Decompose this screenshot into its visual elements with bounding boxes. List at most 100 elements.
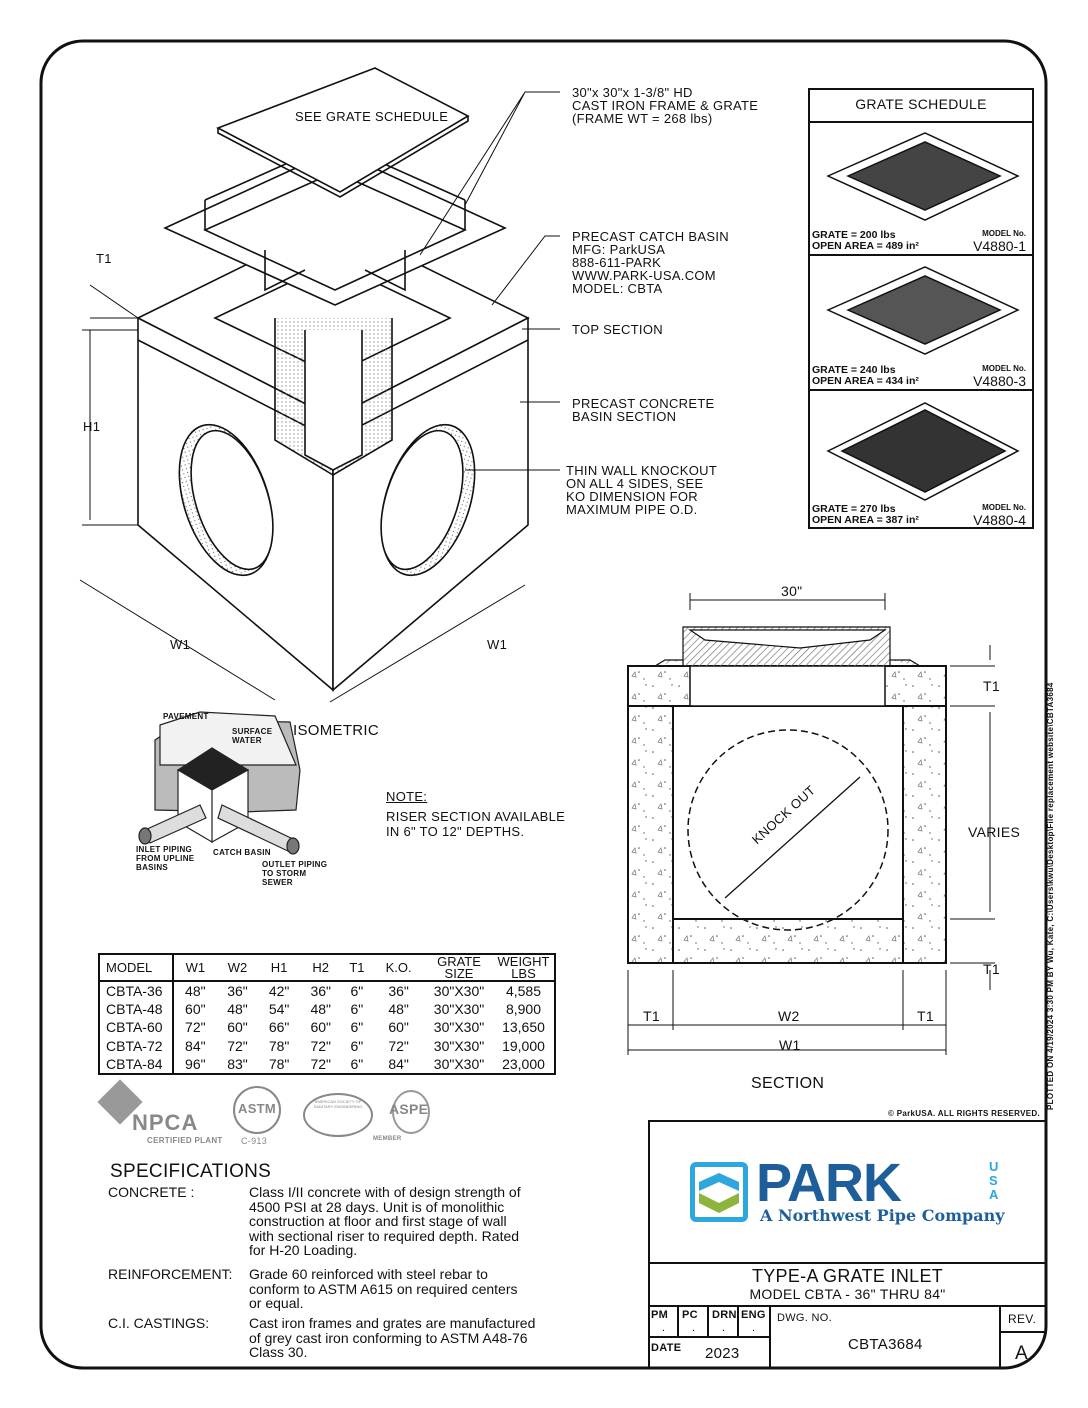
npca-logo: NPCA bbox=[132, 1110, 199, 1135]
table-cell: 30"X30" bbox=[433, 1055, 485, 1072]
astm-caption: C-913 bbox=[241, 1136, 268, 1146]
grate-schedule-frame bbox=[808, 88, 1034, 529]
drn-value: . bbox=[722, 1322, 726, 1334]
park-tagline: A Northwest Pipe Company bbox=[760, 1206, 1005, 1225]
table-cell: 60" bbox=[227, 1019, 248, 1036]
callout-line: (FRAME WT = 268 lbs) bbox=[572, 111, 713, 126]
grate-weight: GRATE = 200 lbs bbox=[812, 229, 896, 241]
model-dimension-table: MODEL W1 W2 H1 H2 T1 K.O. GRATE SIZE WEI… bbox=[98, 953, 556, 1075]
usa-wordmark: USA bbox=[989, 1159, 999, 1202]
date-label: DATE bbox=[651, 1342, 682, 1354]
spec-text-line: or equal. bbox=[249, 1295, 304, 1311]
model-label: MODEL No. bbox=[982, 503, 1026, 512]
table-cell: 96" bbox=[185, 1055, 206, 1072]
table-cell: 60" bbox=[310, 1019, 331, 1036]
site-isometric-illustration bbox=[138, 711, 301, 855]
section-t1-top: T1 bbox=[983, 678, 1000, 694]
label-line: WATER bbox=[232, 736, 262, 745]
callout-line: 30"x 30"x 1-3/8" HD bbox=[572, 85, 693, 100]
table-cell: 6" bbox=[350, 1055, 364, 1072]
section-drawing bbox=[627, 593, 995, 1055]
park-logo-wordmark: PARK bbox=[756, 1153, 902, 1213]
callout-line: MAXIMUM PIPE O.D. bbox=[566, 502, 698, 517]
spec-text-line: for H-20 Loading. bbox=[249, 1242, 358, 1258]
grate-schedule-title: GRATE SCHEDULE bbox=[855, 96, 987, 112]
column-header: T1 bbox=[341, 954, 373, 982]
rev-label: REV. bbox=[1008, 1312, 1037, 1326]
callout-line: PRECAST CATCH BASIN bbox=[572, 229, 729, 244]
table-cell: 30"X30" bbox=[433, 1037, 485, 1054]
section-title: SECTION bbox=[751, 1075, 825, 1092]
drn-label: DRN bbox=[712, 1309, 737, 1321]
npca-caption: CERTIFIED PLANT bbox=[147, 1136, 223, 1145]
grate-weight: GRATE = 270 lbs bbox=[812, 503, 896, 515]
table-cell: 30"X30" bbox=[433, 1000, 485, 1017]
callout-line: THIN WALL KNOCKOUT bbox=[566, 463, 718, 478]
callout-line: KO DIMENSION FOR bbox=[566, 489, 698, 504]
aspe-logo-icon bbox=[392, 1090, 430, 1134]
callout-line: MODEL: CBTA bbox=[572, 281, 663, 296]
grate-illustrations bbox=[826, 132, 1020, 501]
table-cell: 84" bbox=[185, 1037, 206, 1054]
table-cell: 72" bbox=[185, 1019, 206, 1036]
inlet-label: INLET PIPING FROM UPLINE BASINS bbox=[136, 845, 194, 872]
model-cell: CBTA-84 bbox=[99, 1055, 174, 1074]
spec-text-line: with sectional riser to required depth. … bbox=[249, 1227, 520, 1244]
grate-model-number: V4880-1 bbox=[973, 238, 1026, 254]
pm-label: PM bbox=[651, 1309, 669, 1321]
pc-value: . bbox=[692, 1322, 696, 1334]
pavement-label: PAVEMENT bbox=[163, 712, 209, 721]
table-cell: 78" bbox=[268, 1055, 290, 1072]
section-t1-left: T1 bbox=[643, 1008, 660, 1024]
callout-line: 888-611-PARK bbox=[572, 255, 662, 270]
spec-text-line: 4500 PSI at 28 days. Unit is of monolith… bbox=[249, 1198, 505, 1215]
table-cell: 6" bbox=[350, 982, 364, 999]
model-cell: CBTA-60 bbox=[99, 1018, 174, 1037]
note-text: RISER SECTION AVAILABLE IN 6" TO 12" DEP… bbox=[386, 809, 565, 839]
top-section-label: TOP SECTION bbox=[572, 322, 663, 337]
table-cell: 78" bbox=[268, 1037, 290, 1054]
spec-label: REINFORCEMENT: bbox=[108, 1266, 233, 1282]
basin-section-label: PRECAST CONCRETE BASIN SECTION bbox=[572, 397, 715, 423]
spec-text-line: Class 30. bbox=[249, 1344, 308, 1360]
divider bbox=[648, 1262, 1047, 1264]
section-t1-right: T1 bbox=[917, 1008, 934, 1024]
label-line: BASINS bbox=[136, 863, 169, 872]
plot-stamp: PLOTTED ON 4/19/2024 3:30 PM BY Wu, Kate… bbox=[1046, 682, 1055, 1110]
model-label: MODEL No. bbox=[982, 229, 1026, 238]
eng-label: ENG bbox=[741, 1309, 766, 1321]
isometric-catch-basin bbox=[79, 67, 560, 703]
dim-t1: T1 bbox=[96, 251, 112, 266]
table-cell: 36" bbox=[227, 982, 248, 999]
grate-label: SEE GRATE SCHEDULE bbox=[295, 109, 449, 124]
column-header: H1 bbox=[258, 954, 300, 982]
spec-text-line: Cast iron frames and grates are manufact… bbox=[249, 1315, 536, 1331]
table-cell: 83" bbox=[227, 1055, 248, 1072]
table-cell: 36" bbox=[388, 982, 409, 999]
rev-value: A bbox=[1015, 1343, 1028, 1364]
park-logo-icon bbox=[690, 1162, 748, 1222]
section-varies: VARIES bbox=[968, 824, 1021, 840]
table-cell: 60" bbox=[185, 1000, 206, 1017]
table-cell: 6" bbox=[350, 1000, 364, 1017]
isometric-title: ISOMETRIC bbox=[293, 722, 380, 739]
grate-open-area: OPEN AREA = 387 in² bbox=[812, 514, 919, 526]
table-cell: 60" bbox=[388, 1019, 409, 1036]
callout-line: CAST IRON FRAME & GRATE bbox=[572, 98, 759, 113]
table-cell: 84" bbox=[388, 1055, 409, 1072]
astm-logo: ASTM bbox=[238, 1101, 277, 1116]
callout-line: WWW.PARK-USA.COM bbox=[572, 268, 716, 283]
model-cell: CBTA-48 bbox=[99, 999, 174, 1018]
pc-label: PC bbox=[682, 1309, 698, 1321]
divider bbox=[648, 1305, 1047, 1307]
catch-basin-label: CATCH BASIN bbox=[213, 848, 271, 857]
drawing-subtitle: MODEL CBTA - 36" THRU 84" bbox=[749, 1286, 946, 1302]
dwg-no-label: DWG. NO. bbox=[777, 1312, 832, 1324]
column-header: W2 bbox=[216, 954, 259, 982]
table-cell: 6" bbox=[350, 1037, 364, 1054]
table-cell: 6" bbox=[350, 1019, 364, 1036]
